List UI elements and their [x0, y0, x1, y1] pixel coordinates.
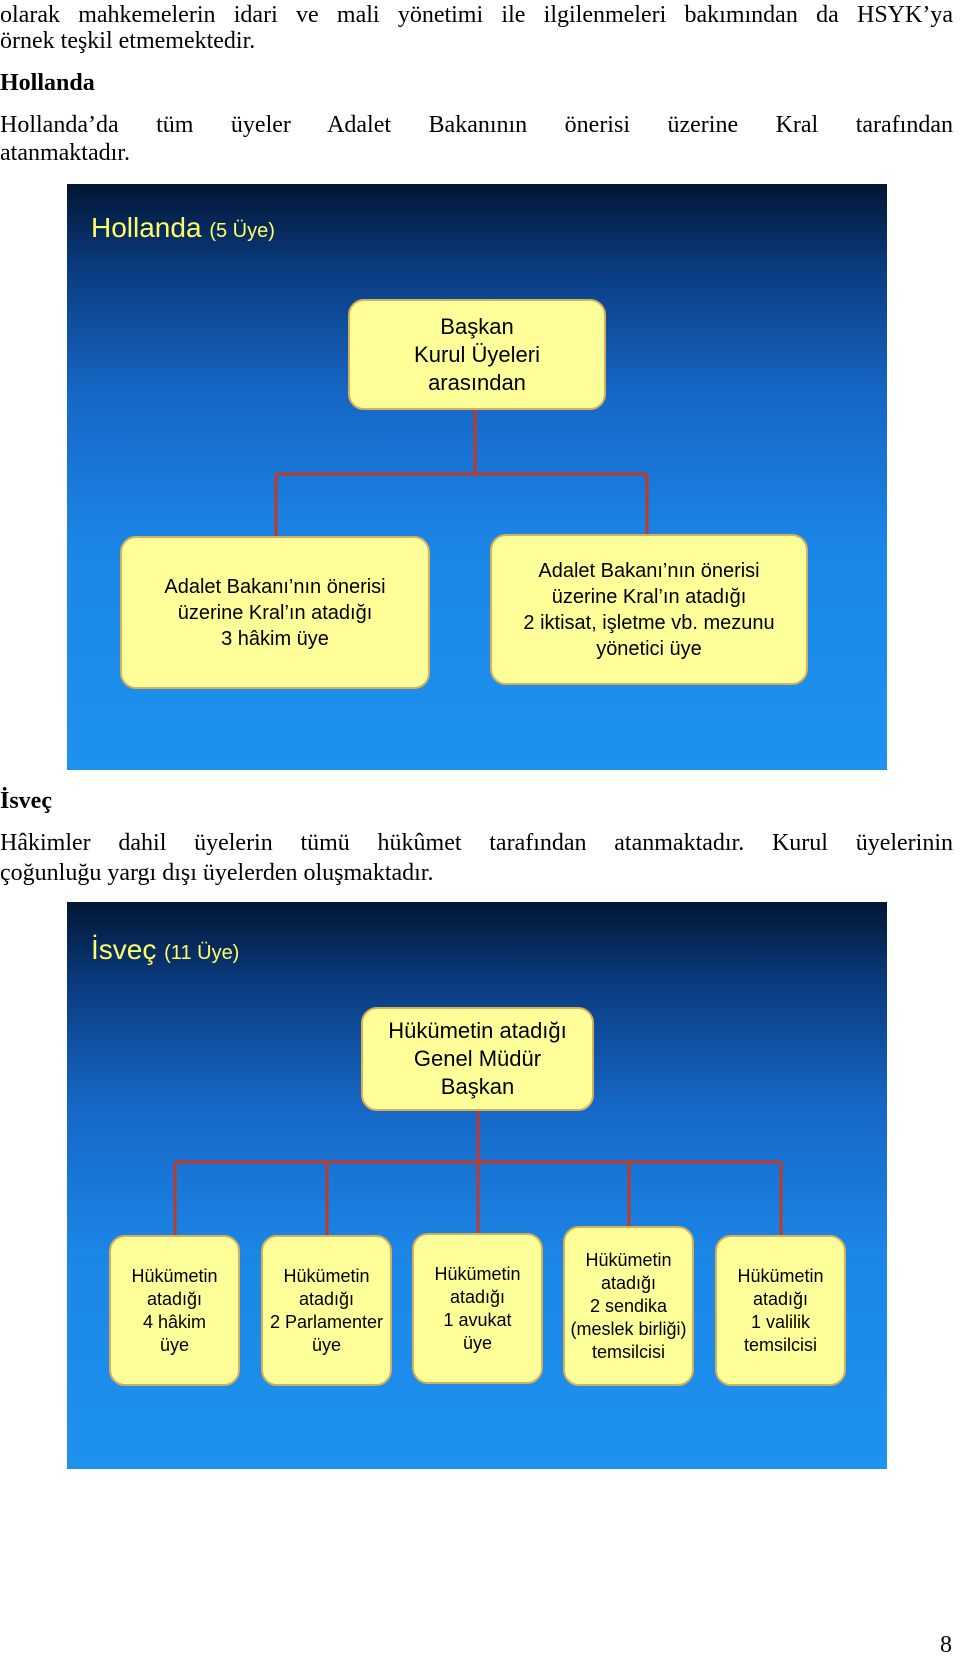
netherlands-org-chart: Hollanda (5 Üye) Başkan Kurul Üyeleri ar…	[67, 184, 887, 770]
sweden-box-union-representatives: Hükümetin atadığı 2 sendika (meslek birl…	[563, 1226, 694, 1386]
netherlands-box-manager-members: Adalet Bakanı’nın önerisi üzerine Kral’ı…	[490, 534, 808, 685]
netherlands-chart-title: Hollanda (5 Üye)	[91, 212, 275, 244]
sweden-org-chart: İsveç (11 Üye) Hükümetin atadığı Genel M…	[67, 902, 887, 1469]
netherlands-chart-subtitle: (5 Üye)	[209, 220, 275, 242]
sweden-box-parliamentary-members: Hükümetin atadığı 2 Parlamenter üye	[261, 1235, 392, 1386]
sweden-box-judge-members: Hükümetin atadığı 4 hâkim üye	[109, 1235, 240, 1386]
sweden-paragraph-line-1: Hâkimler dahil üyelerin tümü hükûmet tar…	[0, 830, 953, 856]
page-number: 8	[940, 1632, 952, 1658]
intro-line-2: örnek teşkil etmemektedir.	[0, 28, 256, 54]
netherlands-box-judge-members: Adalet Bakanı’nın önerisi üzerine Kral’ı…	[120, 536, 430, 689]
netherlands-top-box-chair: Başkan Kurul Üyeleri arasından	[348, 299, 606, 410]
netherlands-connector-lines	[274, 408, 649, 537]
sweden-paragraph-line-2: çoğunluğu yargı dışı üyelerden oluşmakta…	[0, 860, 434, 886]
sweden-chart-title-text: İsveç	[91, 934, 157, 965]
sweden-chart-title: İsveç (11 Üye)	[91, 934, 239, 966]
section-heading-sweden: İsveç	[0, 788, 52, 814]
netherlands-paragraph-line-2: atanmaktadır.	[0, 140, 130, 166]
section-heading-netherlands: Hollanda	[0, 70, 95, 96]
intro-line-1: olarak mahkemelerin idari ve mali yöneti…	[0, 2, 953, 28]
netherlands-paragraph-line-1: Hollanda’da tüm üyeler Adalet Bakanının …	[0, 112, 953, 138]
sweden-box-governorate-representative: Hükümetin atadığı 1 valilik temsilcisi	[715, 1235, 846, 1386]
sweden-top-box-chair: Hükümetin atadığı Genel Müdür Başkan	[361, 1007, 594, 1111]
netherlands-chart-title-text: Hollanda	[91, 212, 202, 243]
sweden-connector-lines	[173, 1109, 783, 1236]
sweden-chart-subtitle: (11 Üye)	[164, 942, 240, 964]
sweden-box-lawyer-member: Hükümetin atadığı 1 avukat üye	[412, 1233, 543, 1384]
